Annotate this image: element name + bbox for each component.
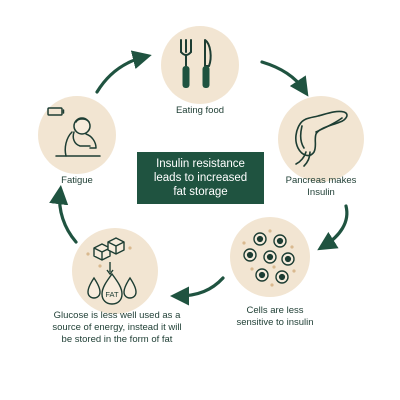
center-title-line-2: leads to increased [153,172,248,184]
step-label-glucose: Glucose is less well used as a source of… [52,310,182,345]
step-label-fatigue: Fatigue [61,175,93,186]
step-label-pancreas: Pancreas makes Insulin [285,175,357,198]
step-label-cells: Cells are less sensitive to insulin [236,305,314,328]
arrow-glucose-to-fatigue [49,185,78,244]
center-title-line-3: fat storage [173,186,228,198]
sugar-cubes-fat-icon: FAT [86,237,137,305]
cells-icon [242,229,296,287]
step-label-eating: Eating food [175,105,225,116]
center-title-box: Insulin resistance leads to increased fa… [137,152,264,204]
arrow-eating-to-pancreas [260,60,309,97]
step-circle-pancreas [278,96,364,182]
fat-text: FAT [105,290,119,299]
arrow-cells-to-glucose [170,276,225,306]
arrow-fatigue-to-eating [95,50,152,94]
step-circle-eating [161,26,239,104]
pancreas-icon [295,110,348,167]
step-circle-fatigue [38,96,116,174]
arrow-pancreas-to-cells [317,204,349,251]
tired-person-icon [47,107,101,157]
fork-knife-icon [180,39,212,88]
center-title-line-1: Insulin resistance [156,158,245,170]
